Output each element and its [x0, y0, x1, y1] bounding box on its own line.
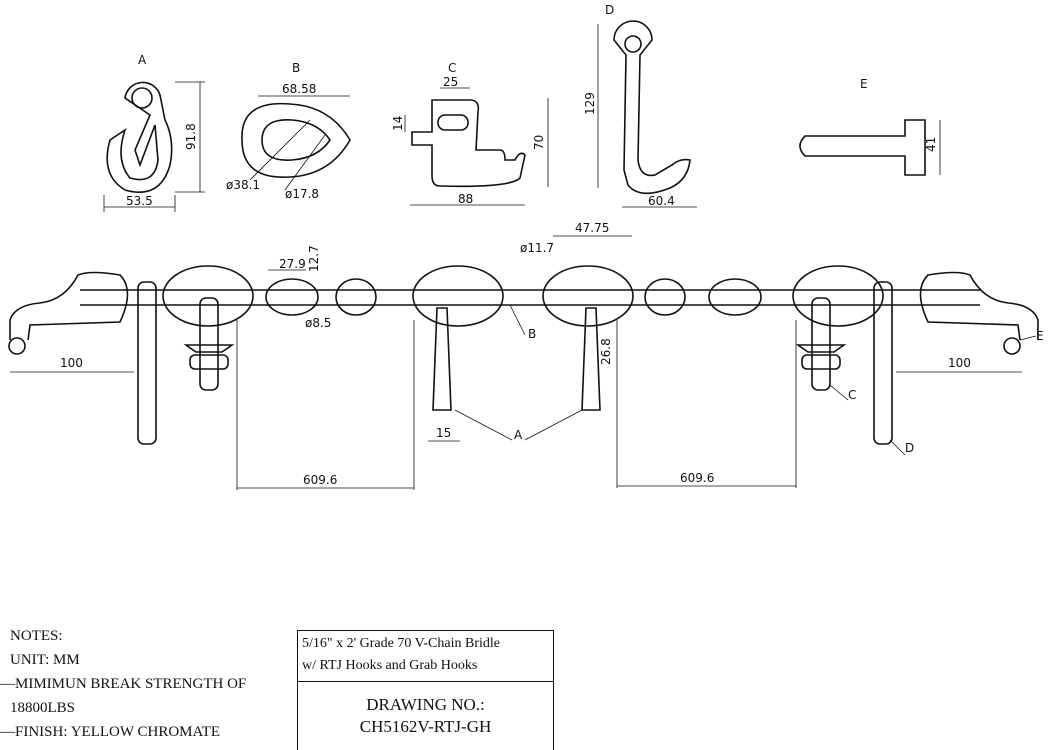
title-desc-2: w/ RTJ Hooks and Grab Hooks: [302, 658, 478, 673]
notes-strength: —MIMIMUN BREAK STRENGTH OF: [0, 676, 247, 692]
part-c-tensioner: C 25 14 70 88: [391, 61, 549, 206]
part-a-label: A: [138, 53, 147, 67]
part-e-toggle: E 41: [799, 77, 941, 176]
big-link-length-dim: 47.75: [575, 221, 609, 235]
title-block: 5/16" x 2' Grade 70 V-Chain Bridle w/ RT…: [297, 630, 554, 750]
drawing-no: CH5162V-RTJ-GH: [359, 717, 492, 736]
notes-strength-value: 18800LBS: [10, 700, 76, 716]
part-d-rtj-hook: D 129 60.4: [583, 3, 697, 208]
part-b-label: B: [292, 61, 300, 75]
part-c-height: 70: [532, 135, 546, 150]
span-right-dim: 609.6: [680, 471, 714, 485]
part-c-label: C: [448, 61, 456, 75]
part-c-top: 25: [443, 75, 458, 89]
title-desc-1: 5/16" x 2' Grade 70 V-Chain Bridle: [302, 636, 500, 651]
part-d-width: 60.4: [648, 194, 675, 208]
part-b-length: 68.58: [282, 82, 316, 96]
callout-c: C: [848, 388, 856, 402]
part-b-master-link: B 68.58 ø38.1 ø17.8: [226, 61, 351, 201]
part-b-inner-dia: ø17.8: [285, 187, 319, 201]
part-d-label: D: [605, 3, 614, 17]
link-pitch-dim: 27.9: [279, 257, 306, 271]
link-width-dim: 12.7: [307, 245, 321, 272]
part-c-width: 88: [458, 192, 473, 206]
part-a-height: 91.8: [184, 123, 198, 150]
hook-length-dim: 26.8: [599, 338, 613, 365]
drawing-no-label: DRAWING NO.:: [366, 695, 485, 714]
wire-dia-dim: ø8.5: [305, 316, 331, 330]
callout-b: B: [528, 327, 536, 341]
part-a-width: 53.5: [126, 194, 153, 208]
callout-a: A: [514, 428, 523, 442]
span-left-dim: 609.6: [303, 473, 337, 487]
callout-e: E: [1036, 329, 1044, 343]
big-link-dia-dim: ø11.7: [520, 241, 554, 255]
notes-unit: UNIT: MM: [10, 652, 80, 668]
part-c-slot: 14: [391, 116, 405, 131]
notes-finish: —FINISH: YELLOW CHROMATE: [0, 724, 220, 740]
part-d-height: 129: [583, 92, 597, 115]
technical-drawing: A 91.8 53.5 B 68.58 ø38.1 ø17.8 C 25 14 …: [8, 3, 1044, 490]
part-e-label: E: [860, 77, 868, 91]
chain-assembly: 100 100 27.9 12.7 ø8.5 ø11.7 47.75 26.8 …: [8, 221, 1044, 490]
notes: NOTES: UNIT: MM —MIMIMUN BREAK STRENGTH …: [0, 624, 246, 744]
part-e-height: 41: [924, 137, 938, 152]
notes-title: NOTES:: [10, 628, 63, 644]
hook-width-dim: 15: [436, 426, 451, 440]
right-end-dim: 100: [948, 356, 971, 370]
part-a-grab-hook: A 91.8 53.5: [103, 53, 205, 212]
part-b-outer-dia: ø38.1: [226, 178, 260, 192]
callout-d: D: [905, 441, 914, 455]
left-end-dim: 100: [60, 356, 83, 370]
